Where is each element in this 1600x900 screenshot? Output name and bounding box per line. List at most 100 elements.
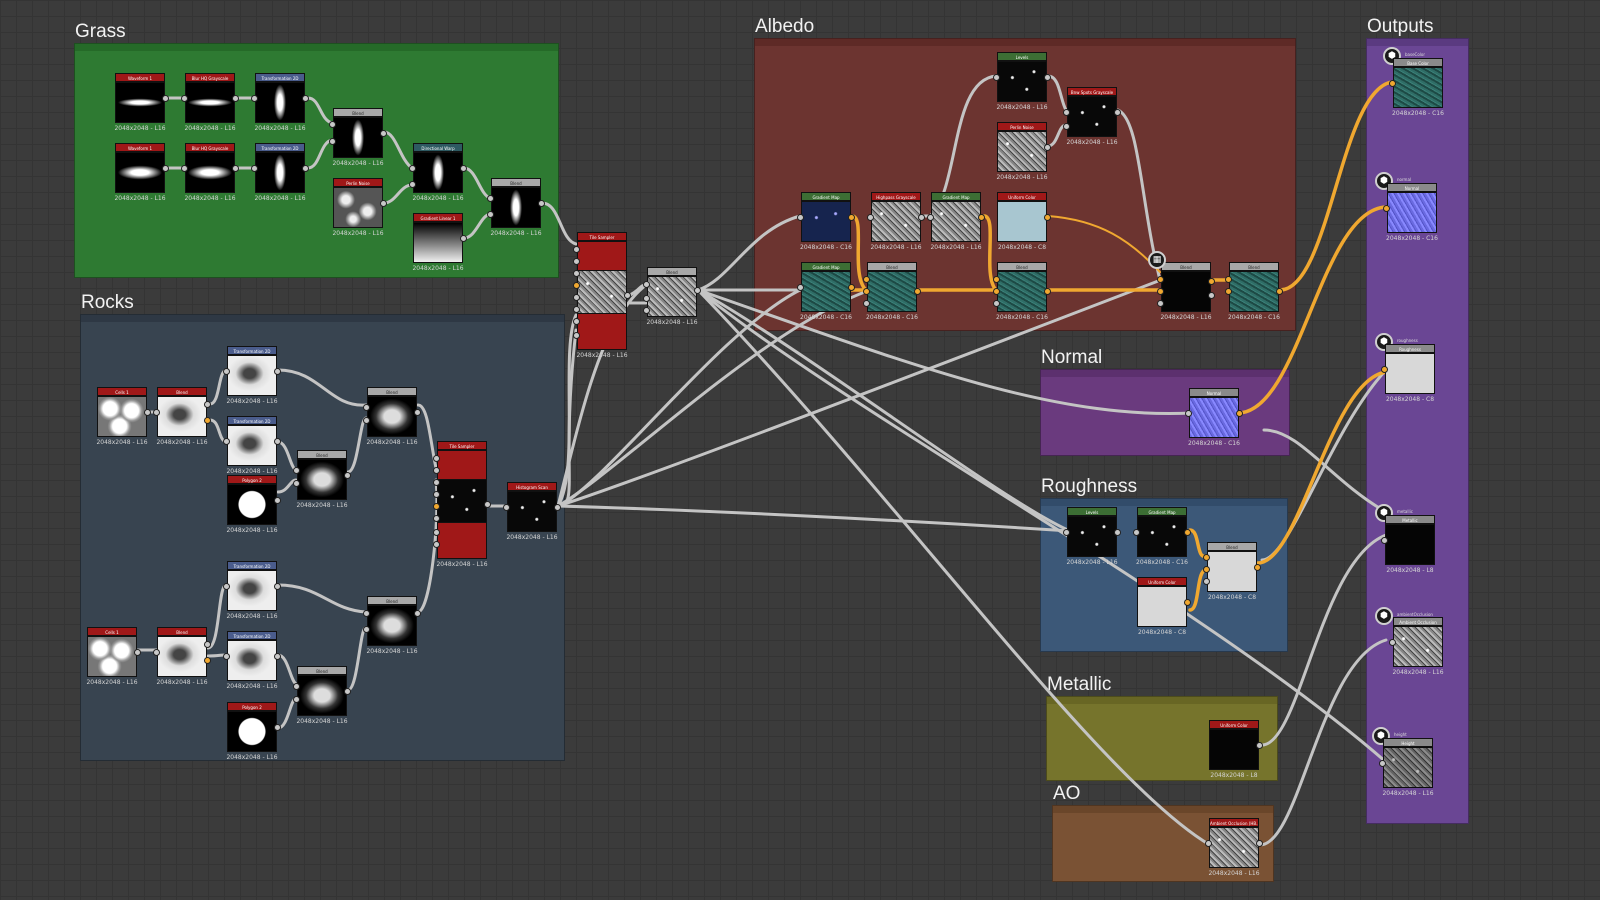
- input-port[interactable]: [573, 332, 580, 339]
- input-port[interactable]: [1381, 366, 1388, 373]
- input-port[interactable]: [503, 504, 510, 511]
- output-port[interactable]: [1044, 288, 1051, 295]
- output-port[interactable]: [1208, 278, 1215, 285]
- node-highpass-grayscale[interactable]: Highpass Grayscale 2048x2048 - L16: [867, 192, 925, 251]
- frame-outputs[interactable]: [1366, 38, 1469, 824]
- node-albedo-gradient-map-c[interactable]: Gradient Map 2048x2048 - C16: [797, 262, 855, 321]
- output-roughness[interactable]: Roughness 2048x2048 - C8: [1381, 344, 1435, 403]
- input-port[interactable]: [863, 300, 870, 307]
- input-port[interactable]: [1225, 288, 1232, 295]
- output-port[interactable]: [414, 409, 421, 416]
- node-rocks-polygon-a[interactable]: Polygon 2 2048x2048 - L16: [226, 475, 281, 534]
- input-port[interactable]: [223, 368, 230, 375]
- output-port[interactable]: [694, 287, 701, 294]
- input-port[interactable]: [573, 294, 580, 301]
- node-rocks-blend-f[interactable]: Blend 2048x2048 - L16: [363, 596, 421, 655]
- input-port[interactable]: [363, 610, 370, 617]
- output-port[interactable]: [848, 214, 855, 221]
- input-port[interactable]: [993, 276, 1000, 283]
- output-port[interactable]: [1276, 288, 1283, 295]
- output-port[interactable]: [914, 288, 921, 295]
- node-rocks-transform-c[interactable]: Transformation 2D 2048x2048 - L16: [223, 561, 281, 620]
- output-port[interactable]: [204, 417, 211, 424]
- output-port[interactable]: [302, 165, 309, 172]
- input-port[interactable]: [223, 583, 230, 590]
- node-blur-hq-a[interactable]: Blur HQ Grayscale 2048x2048 - L16: [181, 73, 239, 132]
- output-port[interactable]: [274, 653, 281, 660]
- input-port[interactable]: [293, 683, 300, 690]
- input-port[interactable]: [487, 211, 494, 218]
- output-port[interactable]: [232, 95, 239, 102]
- input-port[interactable]: [1389, 80, 1396, 87]
- input-port[interactable]: [153, 409, 160, 416]
- input-port[interactable]: [293, 467, 300, 474]
- input-port[interactable]: [643, 295, 650, 302]
- input-port[interactable]: [293, 480, 300, 487]
- output-port[interactable]: [1184, 599, 1191, 606]
- input-port[interactable]: [797, 284, 804, 291]
- node-albedo-blend-a[interactable]: Blend 2048x2048 - C16: [863, 262, 921, 321]
- node-albedo-blend-c[interactable]: Blend 2048x2048 - L16: [1157, 262, 1215, 321]
- output-port[interactable]: [134, 649, 141, 656]
- node-blur-hq-b[interactable]: Blur HQ Grayscale 2048x2048 - L16: [181, 143, 239, 202]
- input-port[interactable]: [433, 479, 440, 486]
- input-port[interactable]: [251, 165, 258, 172]
- output-port[interactable]: [1256, 742, 1263, 749]
- input-port[interactable]: [1157, 276, 1164, 283]
- node-metallic-uniform-color[interactable]: Uniform Color 2048x2048 - L8: [1209, 720, 1263, 779]
- input-port[interactable]: [433, 515, 440, 522]
- input-port[interactable]: [329, 138, 336, 145]
- input-port[interactable]: [573, 306, 580, 313]
- input-port[interactable]: [573, 270, 580, 277]
- input-port[interactable]: [223, 653, 230, 660]
- node-gradient-linear[interactable]: Gradient Linear 1 2048x2048 - L16: [412, 213, 467, 272]
- output-port[interactable]: [460, 235, 467, 242]
- node-bnw-spots[interactable]: Bnw Spots Grayscale 2048x2048 - L16: [1063, 87, 1121, 146]
- input-port[interactable]: [433, 455, 440, 462]
- input-port[interactable]: [1203, 578, 1210, 585]
- output-port[interactable]: [1044, 74, 1051, 81]
- output-port[interactable]: [918, 214, 925, 221]
- input-port[interactable]: [153, 649, 160, 656]
- input-port[interactable]: [1381, 537, 1388, 544]
- input-port[interactable]: [363, 626, 370, 633]
- input-port[interactable]: [867, 214, 874, 221]
- input-port[interactable]: [863, 288, 870, 295]
- node-tile-sampler-grass[interactable]: Tile Sampler 2048x2048 - L16: [573, 232, 631, 359]
- node-center-blend[interactable]: Blend 2048x2048 - L16: [643, 267, 701, 326]
- output-port[interactable]: [414, 610, 421, 617]
- node-waveform-1a[interactable]: Waveform 1 2048x2048 - L16: [114, 73, 169, 132]
- input-port[interactable]: [433, 541, 440, 548]
- input-port[interactable]: [573, 282, 580, 289]
- input-port[interactable]: [1203, 554, 1210, 561]
- input-port[interactable]: [573, 246, 580, 253]
- input-port[interactable]: [1133, 529, 1140, 536]
- output-port[interactable]: [538, 200, 545, 207]
- input-port[interactable]: [1063, 109, 1070, 116]
- input-port[interactable]: [1389, 639, 1396, 646]
- output-port[interactable]: [460, 165, 467, 172]
- input-port[interactable]: [409, 165, 416, 172]
- output-port[interactable]: [1208, 292, 1215, 299]
- input-port[interactable]: [1157, 288, 1164, 295]
- input-port[interactable]: [643, 307, 650, 314]
- node-albedo-gradient-map-b[interactable]: Gradient Map 2048x2048 - L16: [927, 192, 985, 251]
- node-normal[interactable]: Normal 2048x2048 - C16: [1185, 388, 1243, 447]
- output-port[interactable]: [380, 200, 387, 207]
- output-port[interactable]: [1254, 564, 1261, 571]
- input-port[interactable]: [863, 276, 870, 283]
- node-histogram-scan[interactable]: Histogram Scan 2048x2048 - L16: [503, 482, 561, 541]
- output-port[interactable]: [1184, 529, 1191, 536]
- output-port[interactable]: [484, 501, 491, 508]
- input-port[interactable]: [993, 74, 1000, 81]
- input-port[interactable]: [1063, 123, 1070, 130]
- node-albedo-blend-b[interactable]: Blend 2048x2048 - C16: [993, 262, 1051, 321]
- node-roughness-blend[interactable]: Blend 2048x2048 - C8: [1203, 542, 1261, 601]
- input-port[interactable]: [1205, 840, 1212, 847]
- node-roughness-uniform-color[interactable]: Uniform Color 2048x2048 - C8: [1137, 577, 1191, 636]
- input-port[interactable]: [433, 467, 440, 474]
- node-transform-b[interactable]: Transformation 2D 2048x2048 - L16: [251, 143, 309, 202]
- node-rocks-blend-a[interactable]: Blend 2048x2048 - L16: [153, 387, 211, 446]
- node-waveform-1b[interactable]: Waveform 1 2048x2048 - L16: [114, 143, 169, 202]
- output-port[interactable]: [1256, 840, 1263, 847]
